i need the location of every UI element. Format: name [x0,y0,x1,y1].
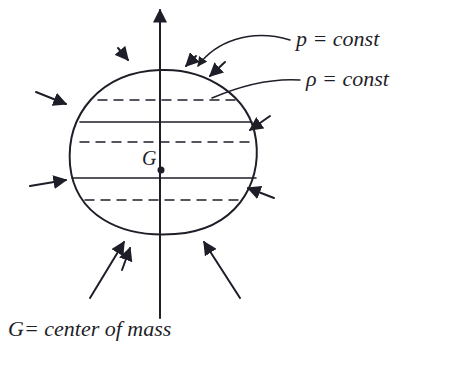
pressure-label: p = const [296,28,379,50]
leader-line [198,36,290,66]
pressure-arrow [248,188,274,198]
pressure-arrow [210,62,225,76]
pressure-arrow [30,180,66,186]
pressure-arrow [204,242,240,298]
dashed-level [80,141,250,142]
dashed-level [85,199,240,200]
point-label: G [142,148,156,168]
vertical-axis [159,10,161,318]
dashed-level [98,99,240,100]
pressure-arrow [186,56,196,66]
body-outline [70,70,257,235]
pressure-arrow [122,248,130,270]
level-line [80,121,252,123]
pressure-arrow [90,242,124,298]
level-line [72,177,256,179]
density-label: ρ = const [306,68,389,90]
pressure-arrow [118,48,128,60]
leader-line [212,80,300,98]
pressure-arrow [250,116,270,130]
legend-note: G= center of mass [8,318,171,340]
center-dot [158,167,165,174]
pressure-arrow [36,92,66,104]
